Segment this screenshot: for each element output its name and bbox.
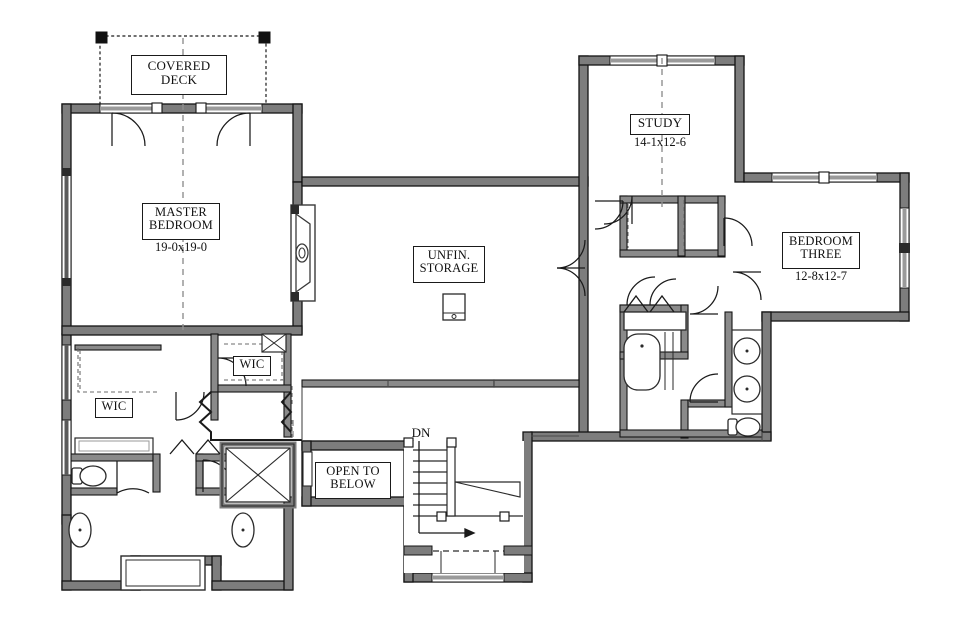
toilet-icon-hall [727,417,761,437]
room-label-line2: DECK [160,71,198,87]
stair-direction-arrow [418,441,476,539]
room-label-line2: BELOW [330,477,376,492]
laundry-chute-icon [219,441,297,509]
tub-icon-master [120,555,206,591]
room-label-bedroom-three: BEDROOM THREE [782,232,860,269]
room-label-line1: COVERED [147,58,211,73]
plumbing-fixtures [68,204,763,591]
room-label-line1: OPEN TO [326,464,380,478]
fireplace-icon [290,204,316,302]
shower-icon-master [74,437,154,455]
room-label-covered-deck: COVERED DECK [131,55,227,95]
room-label-master-bedroom: MASTER BEDROOM [142,203,220,240]
room-label-wic-master-large: WIC [95,398,133,418]
room-label-open-to-below: OPEN TO BELOW [315,462,391,499]
railings-and-thin-lines [301,380,763,487]
room-label-line1: STUDY [637,115,683,130]
vanity-icon-hall [731,329,763,415]
bifold-doors-icon [169,294,675,455]
room-label-line2: BEDROOM [149,218,213,233]
room-label-line1: WIC [101,399,127,413]
room-label-line2: THREE [800,247,842,262]
staircase [403,437,533,573]
room-dimension-master-bedroom: 19-0x19-0 [154,240,208,254]
water-heater-icon [442,293,466,321]
stair-direction-label: DN [411,425,431,440]
room-label-line1: WIC [239,357,265,371]
room-label-line1: MASTER [155,205,207,219]
doors [111,112,762,494]
room-dimension-study: 14-1x12-6 [633,135,687,149]
covered-deck-structure [95,31,271,107]
room-label-line1: UNFIN. [427,248,471,262]
room-label-unfin-storage: UNFIN. STORAGE [413,246,485,283]
angled-wall-details [198,391,302,441]
tub-icon-hall [623,311,687,391]
attic-access-icon [261,333,287,353]
room-dimension-bedroom-three: 12-8x12-7 [794,269,848,283]
room-label-line2: STORAGE [419,261,479,276]
room-label-line1: BEDROOM [789,234,853,248]
room-label-wic-master-small: WIC [233,356,271,376]
room-label-study: STUDY [630,114,690,135]
toilet-icon-master [71,465,107,487]
